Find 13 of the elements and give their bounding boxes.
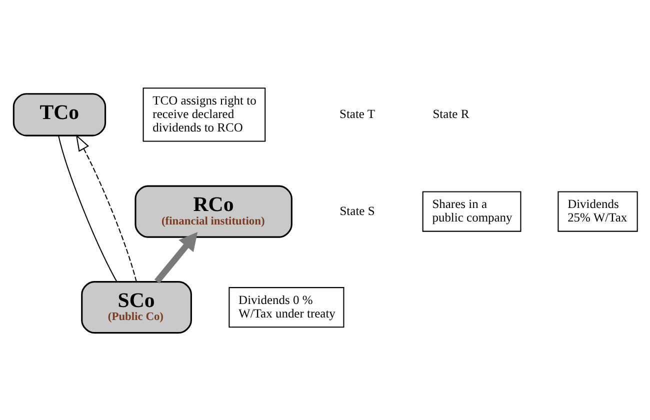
label: State T [339,106,374,120]
arrow [75,134,136,282]
label: State S [339,203,374,218]
node-box: RCo (financial institution) [134,184,292,238]
label: State R [432,106,469,120]
node-box: SCo (Public Co) [80,280,192,334]
connector [58,135,117,282]
node-box: Dividends 25% W/Tax [557,190,638,232]
node-box: TCO assigns right to receive declared dividends to RCO [142,87,266,142]
node-box: Dividends 0 % W/Tax under treaty [228,286,344,328]
node-box: Shares in a public company [422,190,521,232]
arrow [154,232,198,283]
node-box: TCo [12,92,106,136]
